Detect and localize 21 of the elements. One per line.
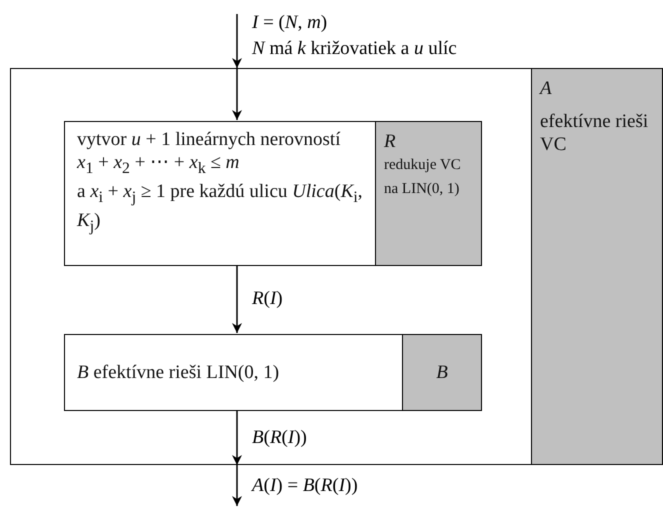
component-description: efektívne rieši VC [540, 110, 650, 156]
process-text: B efektívne rieši LIN(0, 1) [77, 361, 280, 384]
edge-label: B(R(I)) [250, 426, 309, 448]
component-name: B [436, 361, 448, 384]
component-name: A [540, 77, 552, 100]
component-name: R [384, 130, 396, 153]
algorithm-box [10, 68, 663, 465]
arrow [232, 265, 242, 333]
process-box [64, 121, 482, 266]
process-text: a x$_{i}$ + x$_{j}$ ≥ 1 pre každú ulicu Ulica(K$_{i}$, K$_{j}$) [77, 180, 363, 236]
edge-label: A(I) = B(R(I)) [250, 474, 360, 496]
process-text: vytvor u + 1 lineárnych nerovností [77, 128, 342, 151]
arrow [232, 465, 242, 506]
process-text: x$_{1}$ + x$_{2}$ + ⋯ + x$_{k}$ ≤ m [77, 151, 240, 179]
process-box [64, 334, 482, 411]
arrow [232, 410, 242, 465]
edge-label: R(I) [250, 288, 285, 310]
component-description: redukuje VC na LIN(0, 1) [384, 156, 462, 199]
edge-label: I = (N, m) [250, 12, 330, 34]
arrow [232, 14, 242, 68]
arrow [232, 68, 242, 120]
